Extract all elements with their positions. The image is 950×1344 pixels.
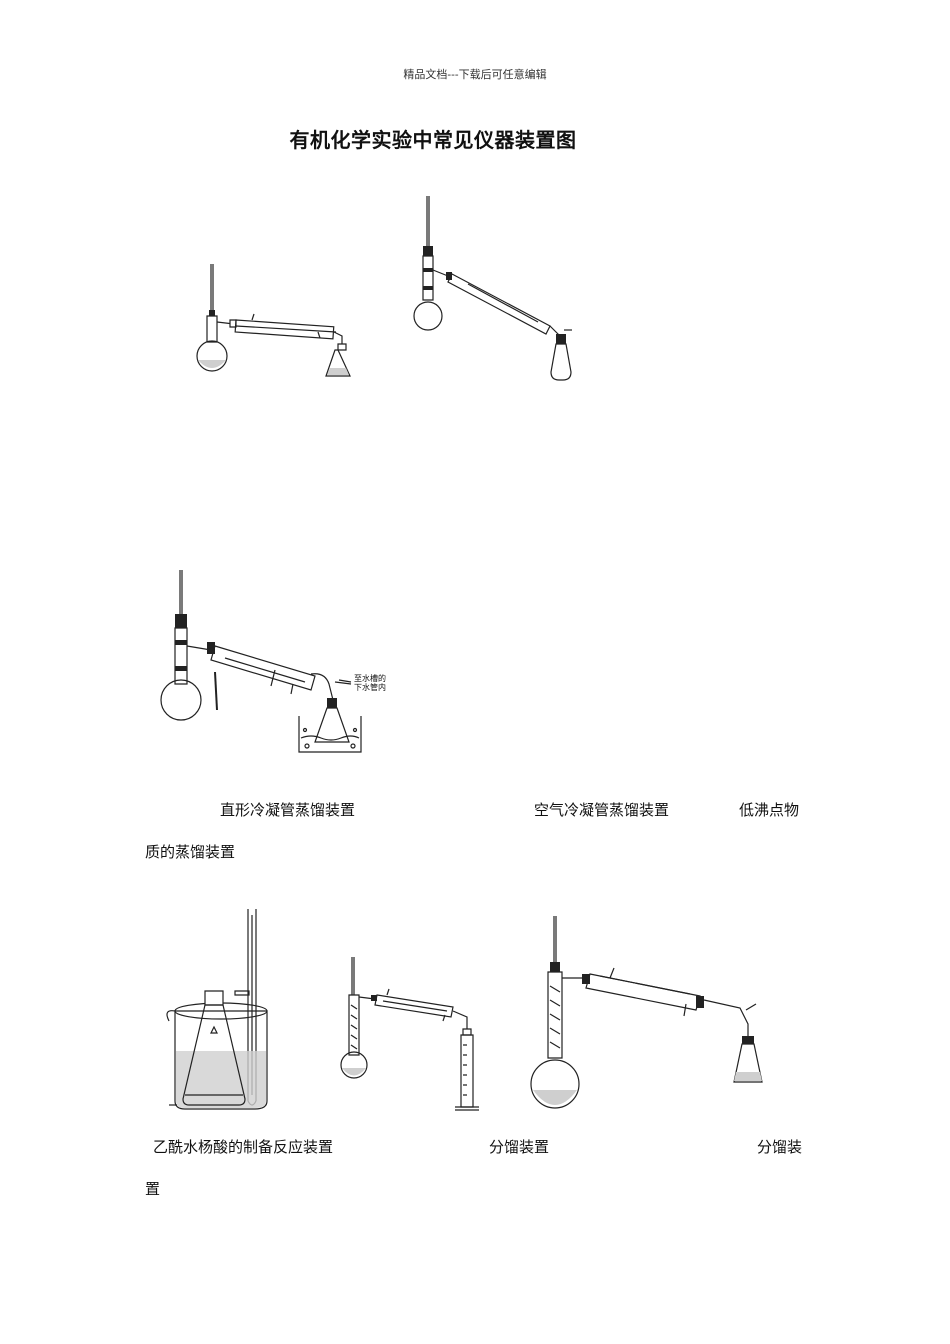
air-condenser-distillation-diagram — [408, 192, 583, 388]
caption-straight-condenser: 直形冷凝管蒸馏装置 — [220, 801, 356, 819]
caption-fractional-distillation-2-part1: 分馏装 — [757, 1138, 803, 1156]
page-title: 有机化学实验中常见仪器装置图 — [289, 128, 577, 152]
straight-condenser-distillation-diagram — [190, 258, 365, 388]
caption-fractional-distillation: 分馏装置 — [489, 1138, 550, 1156]
aspirin-preparation-diagram — [155, 905, 285, 1120]
low-boiling-annotation-line1: 至水槽的 — [354, 674, 386, 683]
caption-air-condenser: 空气冷凝管蒸馏装置 — [534, 801, 670, 819]
caption-low-boiling-part1: 低沸点物 — [739, 801, 800, 819]
caption-aspirin-preparation: 乙酰水杨酸的制备反应装置 — [153, 1138, 334, 1156]
caption-low-boiling-part2: 质的蒸馏装置 — [145, 843, 236, 861]
page-header: 精品文档---下载后可任意编辑 — [403, 68, 547, 81]
caption-fractional-distillation-2-part2: 置 — [145, 1180, 161, 1198]
low-boiling-distillation-diagram — [155, 566, 405, 762]
low-boiling-annotation-line2: 下水管内 — [354, 683, 386, 692]
fractional-distillation-diagram-large — [530, 912, 770, 1117]
fractional-distillation-diagram-small — [335, 955, 485, 1120]
